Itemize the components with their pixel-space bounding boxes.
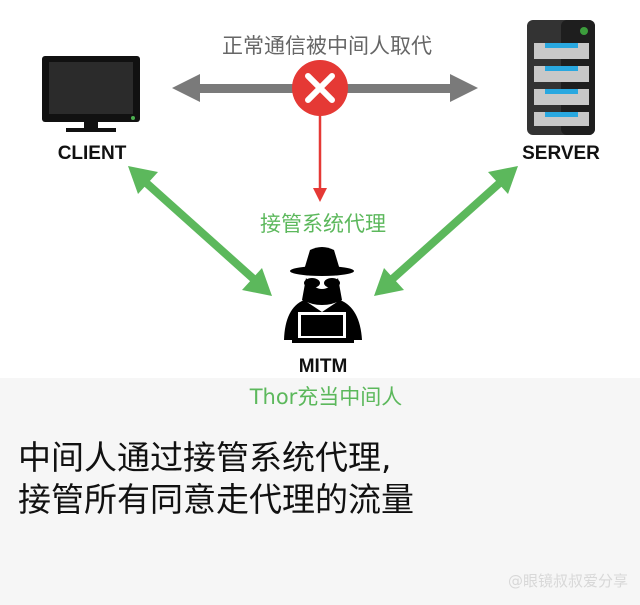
server-mitm-arrow [374,166,518,296]
blocked-x-icon [292,60,348,116]
server-icon [527,20,595,135]
client-label: CLIENT [57,143,127,164]
caption-line-2: 接管所有同意走代理的流量 [18,480,414,519]
top-label: 正常通信被中间人取代 [222,34,432,58]
thor-label: Thor充当中间人 [249,385,403,409]
caption-line-1: 中间人通过接管系统代理, [18,438,392,477]
client-mitm-arrow [128,166,272,296]
redirect-arrow [313,112,327,202]
client-monitor-icon [42,56,140,132]
mitm-label: MITM [298,356,348,377]
watermark: @眼镜叔叔爱分享 [507,572,628,590]
mitm-spy-icon [284,247,362,343]
takeover-label: 接管系统代理 [260,212,386,236]
server-label: SERVER [522,143,600,164]
